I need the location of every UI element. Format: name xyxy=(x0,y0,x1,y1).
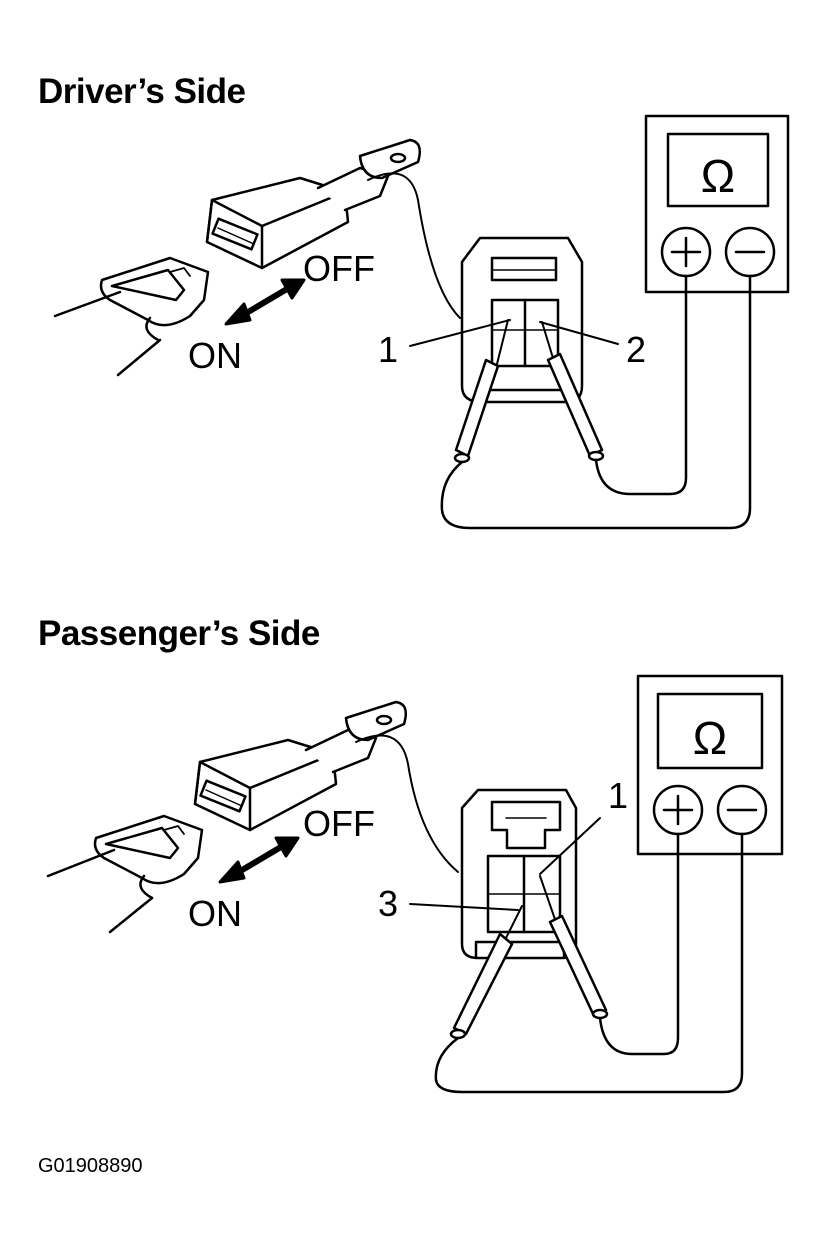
passenger-terminal-3-leader xyxy=(409,903,519,911)
driver-lead-positive xyxy=(594,274,688,496)
driver-terminal-2-leader xyxy=(539,321,619,345)
driver-probe-right xyxy=(541,321,605,462)
passenger-tongue-plate xyxy=(46,814,204,934)
passenger-on-label: ON xyxy=(188,893,242,934)
passenger-side-title: Passenger’s Side xyxy=(38,614,320,653)
driver-lead-negative xyxy=(440,274,752,530)
driver-buckle-wire xyxy=(367,172,461,319)
driver-buckle xyxy=(205,138,421,270)
driver-terminal-1-label: 1 xyxy=(378,329,398,370)
driver-probe-left xyxy=(453,319,509,464)
passenger-diagram: OFF ON 1 3 Ω xyxy=(46,674,784,1094)
driver-tongue-plate xyxy=(53,256,210,377)
driver-ohm-symbol: Ω xyxy=(701,150,735,202)
driver-off-label: OFF xyxy=(303,248,375,289)
driver-ohmmeter: Ω xyxy=(644,114,790,294)
driver-minus-terminal-icon xyxy=(724,226,776,278)
driver-side-title: Driver’s Side xyxy=(38,72,246,111)
passenger-plus-terminal-icon xyxy=(652,784,704,836)
passenger-off-label: OFF xyxy=(303,803,375,844)
passenger-probe-right xyxy=(539,875,609,1020)
driver-terminal-1-leader xyxy=(409,319,511,347)
passenger-probe-left xyxy=(449,905,523,1040)
passenger-terminal-1-leader xyxy=(539,817,601,875)
driver-double-arrow-icon xyxy=(224,278,306,326)
passenger-lead-negative xyxy=(434,832,744,1094)
passenger-buckle-wire xyxy=(355,734,459,873)
passenger-terminal-1-label: 1 xyxy=(608,775,628,816)
passenger-ohm-symbol: Ω xyxy=(693,712,727,764)
passenger-double-arrow-icon xyxy=(218,836,300,884)
passenger-connector xyxy=(460,788,578,960)
driver-on-label: ON xyxy=(188,335,242,376)
driver-terminal-2-label: 2 xyxy=(626,329,646,370)
figure-id: G01908890 xyxy=(38,1155,143,1177)
passenger-minus-terminal-icon xyxy=(716,784,768,836)
passenger-ohmmeter: Ω xyxy=(636,674,784,856)
driver-diagram: OFF ON 1 2 xyxy=(53,114,790,530)
passenger-terminal-3-label: 3 xyxy=(378,883,398,924)
driver-plus-terminal-icon xyxy=(660,226,712,278)
passenger-lead-positive xyxy=(598,832,680,1056)
